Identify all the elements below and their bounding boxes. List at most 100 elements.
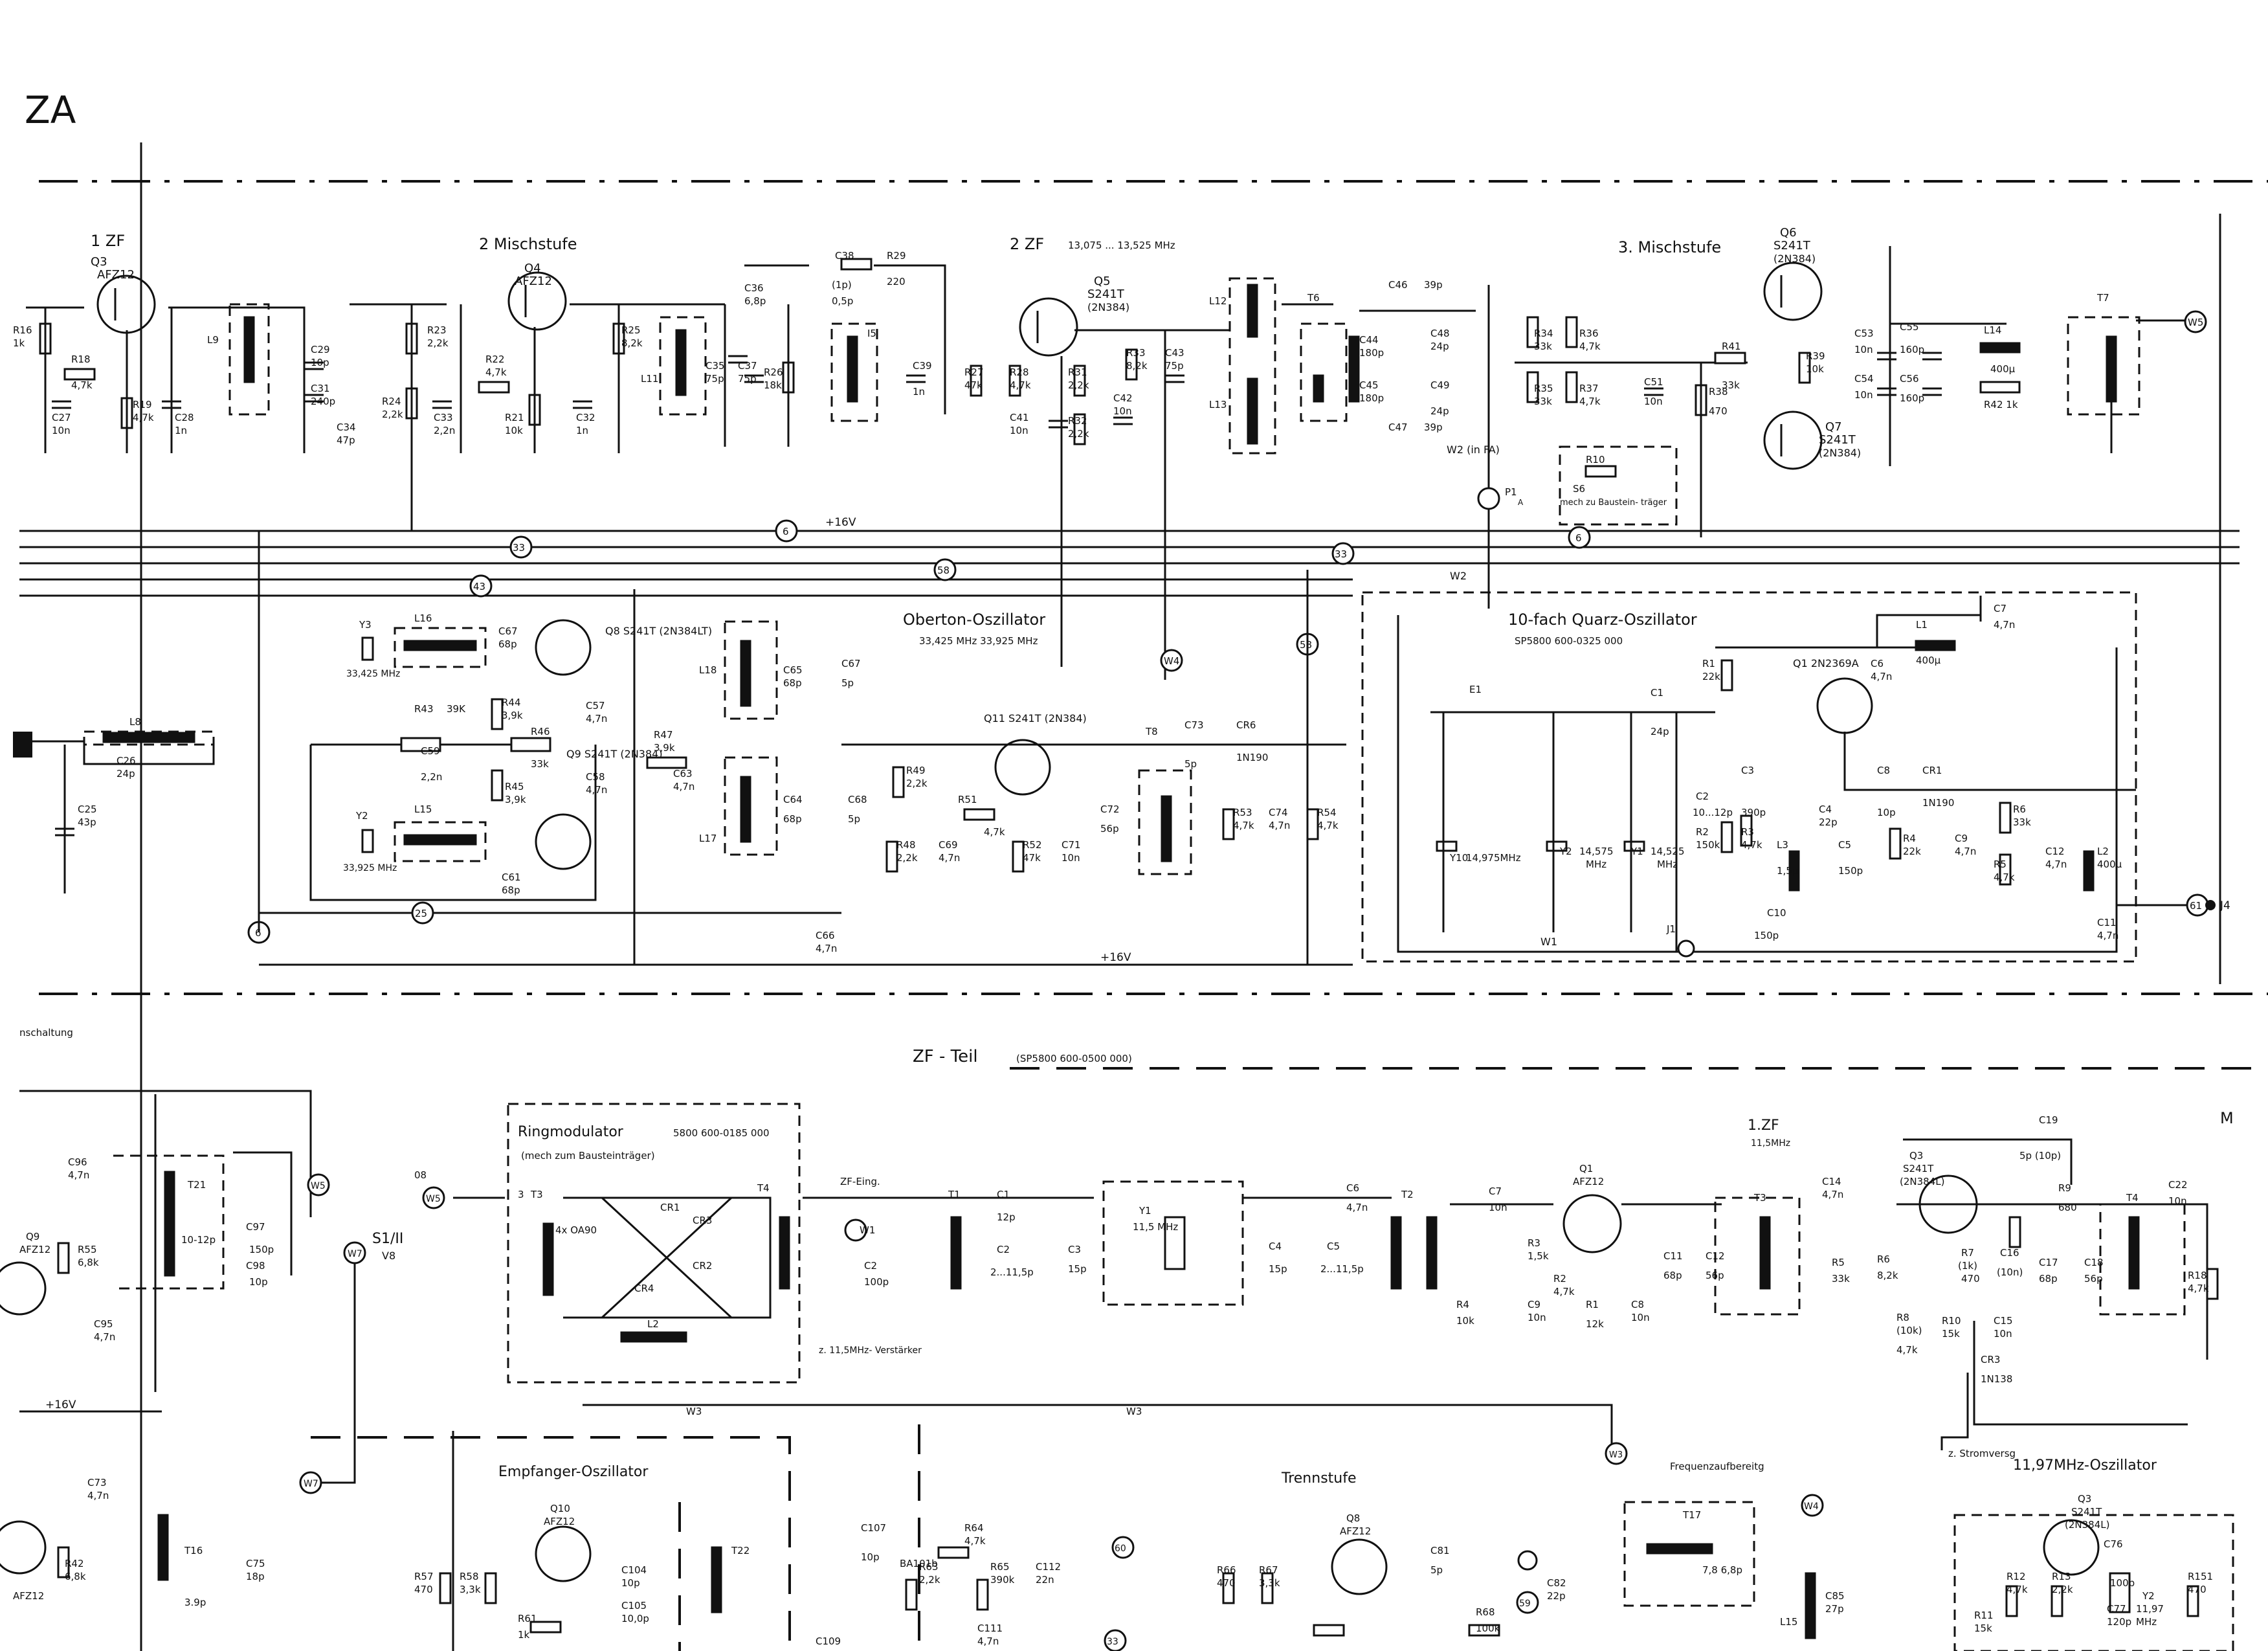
svg-text:C55: C55 xyxy=(1900,321,1919,333)
top-row: 1 ZF 2 Mischstufe 2 ZF 13,075 ... 13,525… xyxy=(13,226,2207,680)
svg-text:C54: C54 xyxy=(1854,373,1874,385)
svg-text:2,2n: 2,2n xyxy=(434,425,455,436)
svg-text:1,5µ: 1,5µ xyxy=(1777,865,1799,877)
mark-m: M xyxy=(2220,1109,2234,1127)
svg-text:4,7k: 4,7k xyxy=(964,1535,986,1547)
node-6-top: 6 xyxy=(783,526,789,537)
svg-text:14,575: 14,575 xyxy=(1579,846,1614,857)
svg-text:4,7k: 4,7k xyxy=(1579,341,1601,352)
svg-text:T2: T2 xyxy=(1401,1189,1414,1200)
svg-text:33k: 33k xyxy=(1534,396,1552,407)
svg-text:L14: L14 xyxy=(1984,324,2001,336)
svg-text:4,7k: 4,7k xyxy=(2188,1283,2209,1294)
svg-text:10n: 10n xyxy=(1113,405,1132,417)
svg-text:33k: 33k xyxy=(1534,341,1552,352)
top-verticals xyxy=(44,246,2113,680)
svg-text:C27: C27 xyxy=(52,412,71,423)
svg-text:C95: C95 xyxy=(94,1318,113,1330)
oberton-freqs: 33,425 MHz 33,925 MHz xyxy=(919,635,1038,647)
svg-text:C9: C9 xyxy=(1955,833,1968,844)
svg-text:R21: R21 xyxy=(505,412,524,423)
svg-text:4,7k: 4,7k xyxy=(1896,1344,1918,1356)
svg-text:C3: C3 xyxy=(1741,765,1754,776)
svg-text:1N138: 1N138 xyxy=(1981,1373,2012,1385)
svg-text:4,7n: 4,7n xyxy=(1994,619,2015,631)
svg-text:390k: 390k xyxy=(990,1574,1015,1586)
svg-text:10n: 10n xyxy=(1062,852,1080,864)
svg-text:C18: C18 xyxy=(2084,1257,2104,1268)
node-58: 58 xyxy=(937,565,950,576)
node-6-right: 6 xyxy=(1575,532,1582,544)
svg-text:75p: 75p xyxy=(738,373,757,385)
svg-text:AFZ12: AFZ12 xyxy=(19,1244,50,1255)
svg-text:L13: L13 xyxy=(1209,399,1227,410)
svg-text:R38: R38 xyxy=(1709,386,1728,398)
svg-text:C109: C109 xyxy=(816,1635,841,1647)
svg-text:220: 220 xyxy=(887,276,906,287)
svg-text:R42: R42 xyxy=(65,1558,84,1569)
svg-text:C97: C97 xyxy=(246,1221,265,1233)
w1-label: W1 xyxy=(1540,936,1557,948)
svg-text:10p: 10p xyxy=(861,1551,880,1563)
svg-text:27p: 27p xyxy=(1825,1603,1844,1615)
svg-text:AFZ12: AFZ12 xyxy=(13,1590,44,1602)
svg-text:10n: 10n xyxy=(1631,1312,1650,1323)
svg-text:AFZ12: AFZ12 xyxy=(515,275,552,288)
svg-text:C73: C73 xyxy=(1184,719,1204,731)
svg-text:4,7n: 4,7n xyxy=(673,781,695,792)
svg-text:C75: C75 xyxy=(246,1558,265,1569)
svg-text:12k: 12k xyxy=(1586,1318,1604,1330)
svg-text:L17: L17 xyxy=(699,833,717,844)
q8-label: Q8 S241T (2N384LT) xyxy=(605,625,712,637)
svg-text:4,7k: 4,7k xyxy=(485,366,507,378)
svg-text:C9: C9 xyxy=(1528,1299,1540,1310)
svg-text:R2: R2 xyxy=(1553,1273,1566,1285)
svg-text:10n: 10n xyxy=(52,425,71,436)
svg-text:L3: L3 xyxy=(1777,839,1788,851)
quarz-code: SP5800 600-0325 000 xyxy=(1515,635,1623,647)
svg-text:470: 470 xyxy=(1961,1273,1980,1285)
svg-text:R39: R39 xyxy=(1806,350,1825,362)
svg-text:C98: C98 xyxy=(246,1260,265,1272)
svg-text:4,7n: 4,7n xyxy=(1269,820,1290,831)
svg-text:R42 1k: R42 1k xyxy=(1984,399,2018,410)
svg-text:R26: R26 xyxy=(764,366,783,378)
svg-text:C65: C65 xyxy=(783,664,803,676)
stromversg-label: z. Stromversg xyxy=(1948,1448,2016,1459)
svg-text:5p: 5p xyxy=(1184,758,1197,770)
node-33-bottom: 33 xyxy=(1107,1637,1118,1647)
svg-text:C44: C44 xyxy=(1359,334,1379,346)
svg-text:R6: R6 xyxy=(2013,803,2026,815)
svg-text:56p: 56p xyxy=(1100,823,1119,835)
svg-text:MHz: MHz xyxy=(2136,1616,2157,1628)
svg-text:C15: C15 xyxy=(1994,1315,2013,1327)
svg-text:C72: C72 xyxy=(1100,803,1120,815)
svg-text:C8: C8 xyxy=(1631,1299,1644,1310)
svg-text:CR3: CR3 xyxy=(1981,1354,2000,1365)
svg-text:15p: 15p xyxy=(1068,1263,1087,1275)
svg-text:10p: 10p xyxy=(311,357,329,368)
svg-text:R43: R43 xyxy=(414,703,434,715)
svg-text:R61: R61 xyxy=(518,1613,537,1624)
svg-text:C61: C61 xyxy=(502,871,521,883)
svg-text:10p: 10p xyxy=(621,1577,640,1589)
zf-teil-code: (SP5800 600-0500 000) xyxy=(1016,1053,1132,1064)
svg-text:R58: R58 xyxy=(460,1571,479,1582)
top-coils xyxy=(243,284,2117,445)
svg-text:10n: 10n xyxy=(1528,1312,1546,1323)
svg-text:R3: R3 xyxy=(1528,1237,1540,1249)
p1-sub: A xyxy=(1518,498,1524,507)
svg-text:8,2k: 8,2k xyxy=(1877,1270,1898,1281)
oberton-title: Oberton-Oszillator xyxy=(903,611,1045,629)
zf-teil-section: nschaltung ZF - Teil (SP5800 600-0500 00… xyxy=(0,1027,2234,1651)
svg-text:Y2: Y2 xyxy=(1559,846,1572,857)
svg-text:C53: C53 xyxy=(1854,328,1874,339)
svg-text:3,9k: 3,9k xyxy=(502,710,523,721)
page-tag: ZA xyxy=(25,88,76,132)
svg-text:C63: C63 xyxy=(673,768,693,780)
svg-text:470: 470 xyxy=(414,1584,433,1595)
svg-text:C37: C37 xyxy=(738,360,757,372)
svg-text:180p: 180p xyxy=(1359,392,1384,404)
svg-text:Q8: Q8 xyxy=(1346,1512,1360,1524)
